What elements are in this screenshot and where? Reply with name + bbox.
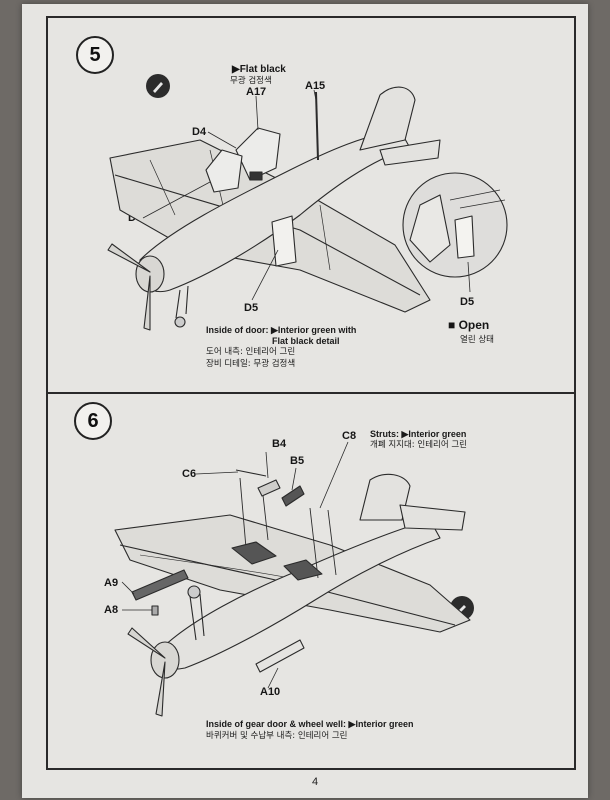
question-mark-icon: ? (342, 224, 368, 250)
part-a8: A8 (104, 604, 119, 616)
step-divider (46, 392, 576, 394)
part-d3: D3 (128, 212, 143, 224)
struts-note-kr: 개폐 지지대: 인테리어 그린 (370, 440, 467, 450)
flat-black-label-kr: 무광 검정색 (230, 76, 272, 86)
door-note-line1: Inside of door: ▶Interior green with (206, 325, 357, 335)
door-note-line2: Flat black detail (272, 335, 340, 347)
struts-note: Struts: ▶Interior green (370, 428, 466, 440)
glue-icon (450, 596, 474, 620)
part-a9: A9 (104, 577, 119, 589)
inset-part-d5: D5 (460, 296, 475, 308)
part-d4: D4 (192, 126, 207, 138)
gear-note-kr: 바퀴커버 및 수납부 내측: 인테리어 그린 (206, 731, 348, 741)
paint-brush-icon (146, 74, 170, 98)
part-a10: A10 (260, 686, 281, 698)
struts-note-text: Struts: ▶Interior green (370, 429, 467, 439)
door-note-kr1: 도어 내측: 인테리어 그린 (206, 347, 296, 357)
gear-note: Inside of gear door & wheel well: ▶Inter… (206, 718, 413, 730)
step-5-number: 5 (76, 36, 114, 74)
part-c8: C8 (342, 430, 357, 442)
part-b5: B5 (290, 455, 305, 467)
step-6-number: 6 (74, 402, 112, 440)
part-a17: A17 (246, 86, 267, 98)
part-c6: C6 (182, 468, 197, 480)
open-label-kr: 열린 상태 (460, 335, 494, 345)
flat-black-label: ▶Flat black (232, 64, 286, 75)
part-d5: D5 (244, 302, 259, 314)
gear-note-text: Inside of gear door & wheel well: ▶Inter… (206, 719, 414, 729)
part-b4: B4 (272, 438, 287, 450)
door-note-kr2: 장비 디테일: 무광 검정색 (206, 359, 296, 369)
part-a15: A15 (305, 80, 326, 92)
open-label: ■ Open (448, 318, 490, 332)
page-number: 4 (312, 776, 319, 788)
door-note-line2-text: Flat black detail (272, 336, 340, 346)
door-note: Inside of door: ▶Interior green with (206, 324, 356, 336)
